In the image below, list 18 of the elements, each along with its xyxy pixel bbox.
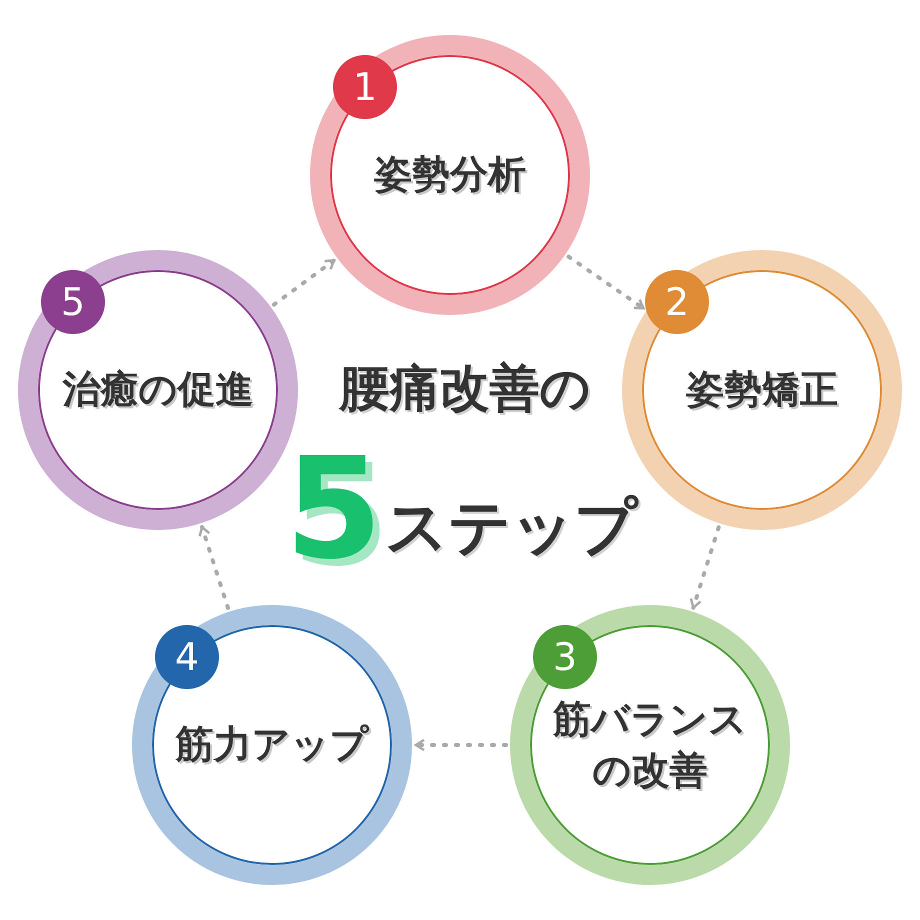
dotted-arrow: [272, 258, 336, 307]
step-label: 姿勢矯正: [685, 366, 839, 414]
dotted-arrow: [414, 738, 508, 752]
step-label: 姿勢分析: [373, 151, 527, 198]
step-number-badge: 3: [533, 625, 597, 689]
title: 腰痛改善の: [338, 358, 592, 419]
step-number-badge: 4: [155, 625, 219, 689]
step-number-badge: 2: [645, 270, 709, 334]
dotted-arrow: [566, 254, 646, 310]
step-label: 治癒の促進: [61, 366, 254, 414]
step-label: 筋力アップ: [174, 721, 370, 768]
dotted-arrow: [198, 525, 230, 610]
step-number-badge: 5: [41, 270, 105, 334]
subtitle: ステップ: [385, 489, 637, 565]
dotted-arrow: [690, 525, 721, 610]
step-label: 筋バランスの改善: [552, 696, 748, 794]
big-number: 5: [285, 440, 382, 580]
step-number-badge: 1: [333, 55, 397, 119]
